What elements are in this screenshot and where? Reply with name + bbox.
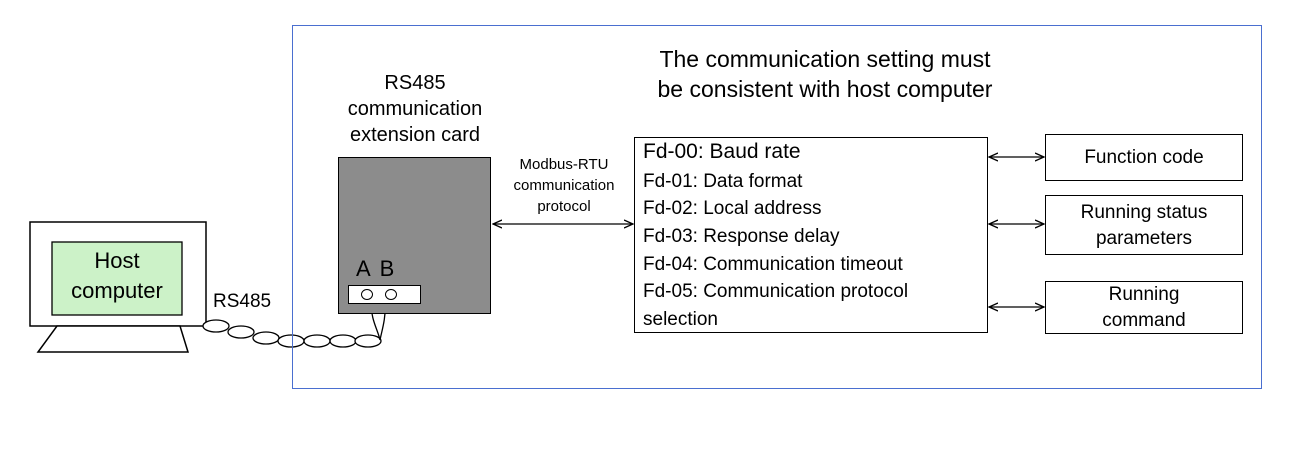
- parameter-item: Fd-02: Local address: [643, 198, 822, 219]
- running-status-line: parameters: [1095, 228, 1193, 249]
- running-status-line: Running status: [1080, 202, 1208, 223]
- host-computer-icon: [29, 221, 207, 353]
- running-command-box: Running command: [1045, 281, 1243, 334]
- outer-frame: [292, 25, 1262, 389]
- protocol-label-line: protocol: [537, 198, 591, 215]
- card-label-line: communication: [347, 98, 483, 120]
- terminal-label: A B: [356, 256, 397, 281]
- running-command-line: Running: [1108, 284, 1180, 305]
- card-label-line: RS485: [384, 72, 446, 94]
- parameter-item: Fd-04: Communication timeout: [643, 254, 903, 275]
- function-code-box: Function code: [1045, 134, 1243, 181]
- title-line: The communication setting must: [659, 46, 991, 72]
- extension-card-label: RS485 communication extension card: [325, 70, 505, 148]
- parameter-item: Fd-03: Response delay: [643, 226, 840, 247]
- running-command-line: command: [1102, 310, 1186, 331]
- protocol-label-line: Modbus-RTU: [519, 156, 609, 173]
- terminal-b-icon: [385, 289, 397, 300]
- parameter-item: Fd-05: Communication protocol: [643, 281, 909, 302]
- host-computer-label: Host computer: [52, 246, 182, 306]
- parameter-item: Fd-01: Data format: [643, 171, 803, 192]
- card-label-line: extension card: [349, 124, 481, 146]
- title-line: be consistent with host computer: [657, 76, 993, 102]
- function-code-label: Function code: [1084, 147, 1204, 168]
- parameter-item: selection: [643, 309, 718, 330]
- protocol-label: Modbus-RTU communication protocol: [496, 154, 632, 217]
- terminal-block: [348, 285, 421, 304]
- rs485-cable: [202, 303, 386, 348]
- diagram-title: The communication setting must be consis…: [600, 44, 1050, 104]
- protocol-label-line: communication: [513, 177, 615, 194]
- host-label-line: Host: [94, 248, 140, 273]
- cable-label: RS485: [213, 291, 272, 312]
- parameter-item: Fd-00: Baud rate: [643, 140, 801, 163]
- parameter-box: Fd-00: Baud rate Fd-01: Data format Fd-0…: [634, 137, 988, 333]
- host-label-line: computer: [71, 278, 163, 303]
- terminal-a-icon: [361, 289, 373, 300]
- running-status-box: Running status parameters: [1045, 195, 1243, 255]
